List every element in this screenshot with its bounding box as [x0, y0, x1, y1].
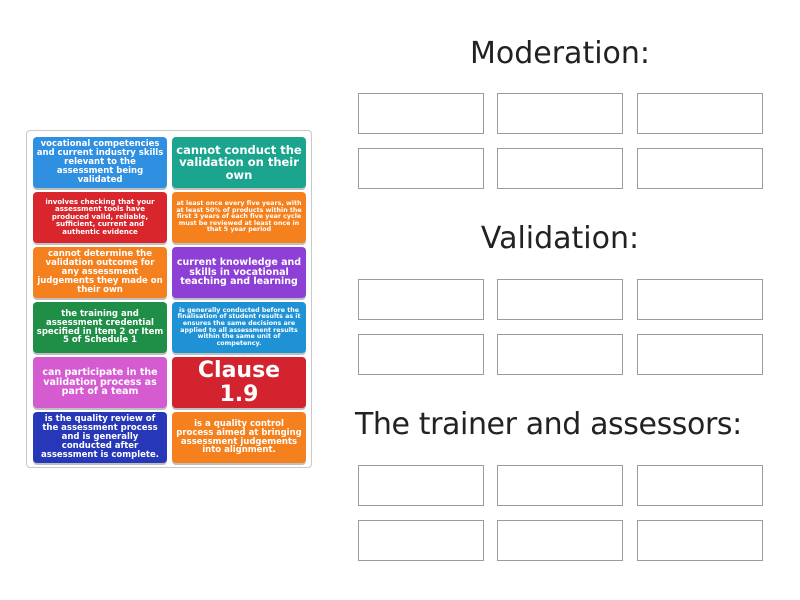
drop-slot-trainer-3[interactable] [637, 465, 763, 506]
drop-slot-trainer-4[interactable] [358, 520, 484, 561]
tile-label: is a quality control process aimed at br… [176, 418, 302, 456]
tile-cannot-determine[interactable]: cannot determine the validation outcome … [33, 247, 167, 298]
drop-slot-validation-2[interactable] [497, 279, 623, 320]
tile-quality-review[interactable]: is the quality review of the assessment … [33, 412, 167, 463]
tile-label: current knowledge and skills in vocation… [176, 256, 302, 288]
drop-slot-validation-3[interactable] [637, 279, 763, 320]
drop-slot-moderation-2[interactable] [497, 93, 623, 134]
drop-slot-trainer-5[interactable] [497, 520, 623, 561]
tile-vocational-competencies[interactable]: vocational competencies and current indu… [33, 137, 167, 188]
drop-slot-moderation-4[interactable] [358, 148, 484, 189]
drop-slot-moderation-6[interactable] [637, 148, 763, 189]
tile-label: cannot determine the validation outcome … [37, 249, 163, 295]
tile-label: vocational competencies and current indu… [36, 139, 164, 185]
group-title-validation: Validation: [480, 221, 640, 256]
drop-slot-validation-4[interactable] [358, 334, 484, 375]
tile-label: is the quality review of the assessment … [41, 414, 159, 460]
tile-participate-team[interactable]: can participate in the validation proces… [33, 357, 167, 408]
tile-involves-checking[interactable]: involves checking that your assessment t… [33, 192, 167, 243]
drop-slot-trainer-6[interactable] [637, 520, 763, 561]
drop-slot-validation-1[interactable] [358, 279, 484, 320]
tile-training-credential[interactable]: the training and assessment credential s… [33, 302, 167, 353]
drop-slot-moderation-3[interactable] [637, 93, 763, 134]
tile-current-knowledge[interactable]: current knowledge and skills in vocation… [172, 247, 306, 298]
tile-label: can participate in the validation proces… [42, 366, 158, 398]
drop-slot-trainer-2[interactable] [497, 465, 623, 506]
drop-slot-moderation-5[interactable] [497, 148, 623, 189]
tile-clause-1-9[interactable]: Clause 1.9 [172, 357, 306, 408]
tile-label: involves checking that your assessment t… [45, 198, 155, 236]
group-title-moderation: Moderation: [469, 36, 651, 71]
tile-generally-before[interactable]: is generally conducted before the finali… [172, 302, 306, 353]
drop-slot-moderation-1[interactable] [358, 93, 484, 134]
tile-label: the training and assessment credential s… [36, 308, 164, 346]
tile-label: cannot conduct the validation on their o… [176, 143, 302, 182]
drop-slot-trainer-1[interactable] [358, 465, 484, 506]
tile-label: is generally conducted before the finali… [177, 306, 301, 347]
group-title-trainer-assessors: The trainer and assessors: [355, 407, 742, 442]
drop-slot-validation-5[interactable] [497, 334, 623, 375]
drop-slot-validation-6[interactable] [637, 334, 763, 375]
tile-quality-control[interactable]: is a quality control process aimed at br… [172, 412, 306, 463]
tile-cannot-conduct[interactable]: cannot conduct the validation on their o… [172, 137, 306, 188]
tile-five-years[interactable]: at least once every five years, with at … [172, 192, 306, 243]
tile-label: Clause 1.9 [197, 358, 281, 407]
tile-tray: vocational competencies and current indu… [26, 130, 312, 468]
tile-label: at least once every five years, with at … [176, 199, 302, 234]
